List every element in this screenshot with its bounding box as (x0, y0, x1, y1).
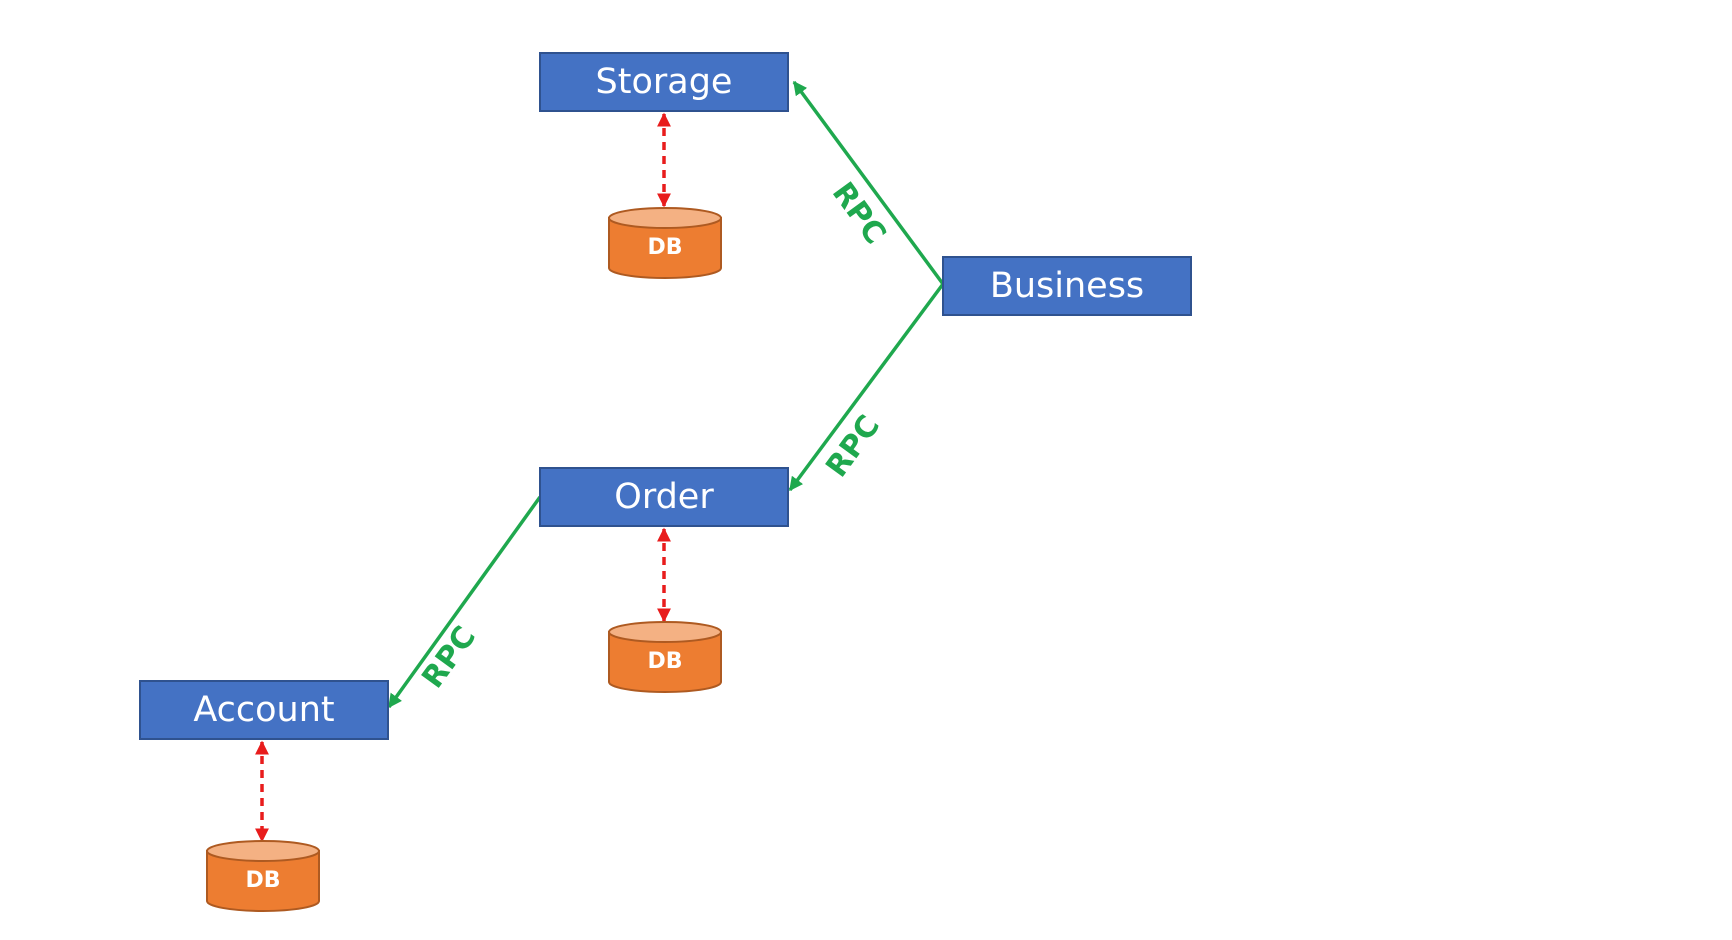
rpc-arrow-order-to-account (387, 495, 542, 709)
database-storage-label: DB (647, 235, 682, 260)
service-storage: Storage (539, 52, 789, 112)
database-order-label: DB (647, 649, 682, 674)
service-account-label: Account (193, 690, 334, 730)
service-business: Business (942, 256, 1192, 316)
service-order: Order (539, 467, 789, 527)
rpc-label-business-storage: RPC (825, 176, 893, 251)
service-order-label: Order (614, 477, 714, 517)
rpc-arrow-business-to-storage (792, 80, 945, 286)
database-order: DB (608, 621, 722, 693)
service-business-label: Business (990, 266, 1144, 306)
service-storage-label: Storage (596, 62, 733, 102)
database-storage: DB (608, 207, 722, 279)
database-account: DB (206, 840, 320, 912)
database-account-label: DB (245, 868, 280, 893)
service-account: Account (139, 680, 389, 740)
rpc-label-business-order: RPC (819, 409, 887, 484)
rpc-arrow-business-to-order (788, 282, 945, 492)
